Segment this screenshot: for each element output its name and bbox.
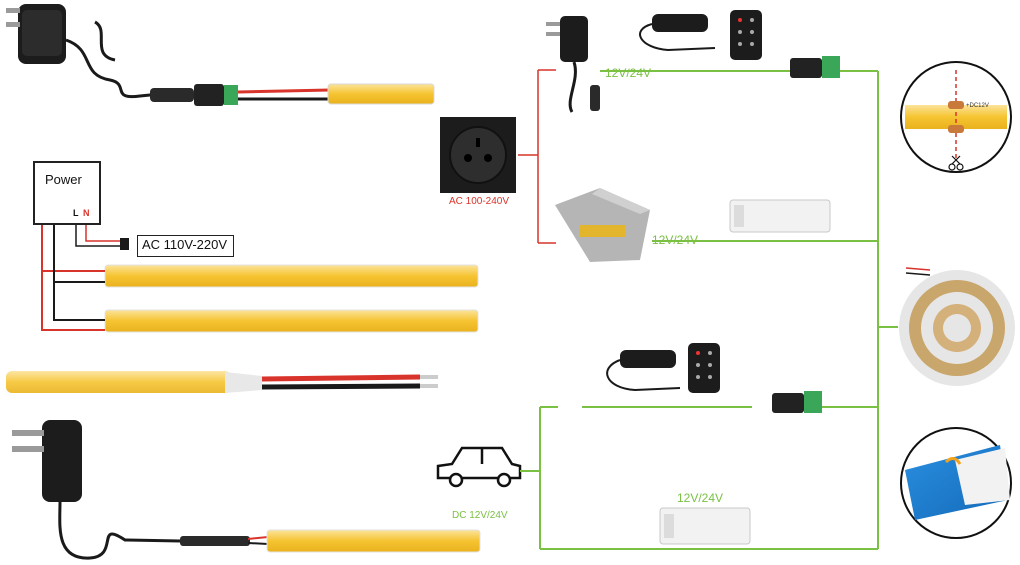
power-adapter-icon (6, 4, 66, 64)
green-wiring (520, 70, 898, 550)
led-strip-bottom (266, 529, 481, 553)
dimmer-icon (606, 350, 681, 392)
adapter-voltage-label: 12V/24V (605, 66, 652, 80)
scissors-icon (948, 155, 964, 171)
dc-connector-icon (772, 391, 822, 413)
controller-icon (659, 507, 751, 545)
power-supply-icon (555, 188, 650, 262)
ac-input-box (137, 235, 234, 257)
adhesive-backing-detail (900, 427, 1012, 539)
led-strip-top (327, 83, 435, 105)
led-reel-icon (899, 267, 1015, 386)
dc-connector-icon (194, 84, 238, 106)
controller-icon (729, 199, 831, 233)
power-adapter-icon (12, 420, 82, 502)
ac-input-label: AC 110V-220V (142, 237, 228, 252)
dc-plug-icon (150, 88, 194, 102)
led-strip-lower (104, 309, 479, 333)
terminal-n-label: N (83, 208, 90, 218)
remote-control-icon (730, 10, 762, 60)
ac-plug-icon (120, 238, 129, 250)
wall-socket-label: AC 100-240V (449, 196, 510, 207)
controller-voltage-label: 12V/24V (677, 491, 724, 505)
car-voltage-label: DC 12V/24V (452, 510, 508, 521)
terminal-l-label: L (73, 208, 79, 218)
cob-strip-with-cable (6, 371, 438, 393)
adapter-strip-assembly (6, 4, 435, 106)
cut-mark-detail (900, 61, 1012, 173)
dimmer-icon (639, 14, 716, 52)
cut-mark-label: +DC12V (966, 103, 989, 109)
power-label: Power (45, 172, 82, 187)
wall-socket-icon (440, 117, 516, 193)
power-box (33, 161, 101, 225)
psu-voltage-label: 12V/24V (652, 233, 699, 247)
car-icon (436, 446, 522, 488)
led-strip-upper (104, 264, 479, 288)
dc-connector-icon (790, 56, 840, 78)
adapter-strip-bottom (12, 420, 481, 560)
power-adapter-icon (546, 16, 600, 113)
remote-control-icon (688, 343, 720, 393)
power-wiring (37, 211, 479, 333)
